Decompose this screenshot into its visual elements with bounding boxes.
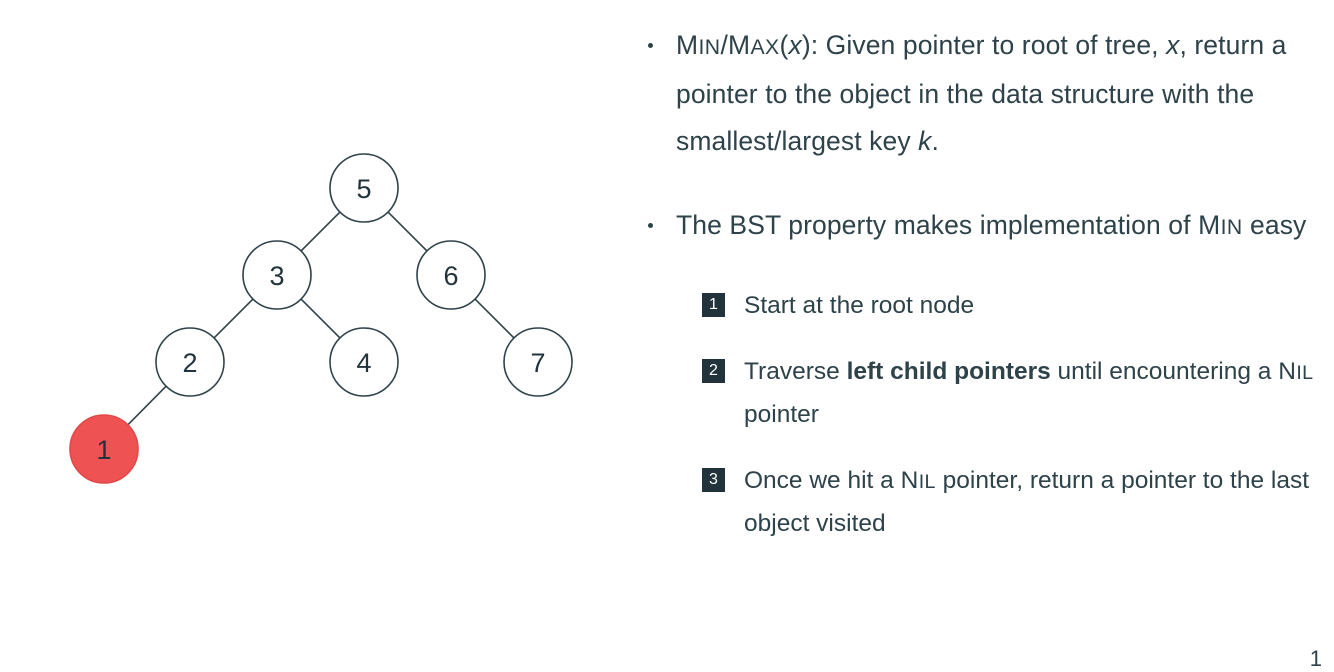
tree-node-5[interactable]: 5: [329, 153, 399, 223]
tree-node-circle-3[interactable]: [242, 240, 312, 310]
enumerated-step: 1 Start at the root node: [702, 285, 1320, 327]
step-text: Once we hit a NIL pointer, return a poin…: [744, 467, 1309, 537]
step-text: Start at the root node: [744, 292, 974, 319]
bullet-item-minmax-definition: MIN/MAX(x): Given pointer to root of tre…: [640, 22, 1320, 165]
text-run: Once we hit a: [744, 467, 901, 494]
tree-node-3[interactable]: 3: [242, 240, 312, 310]
italic-variable: x: [1166, 30, 1180, 60]
tree-edge-n3-n2: [213, 298, 254, 339]
text-run: Start at the root node: [744, 292, 975, 319]
bullet-dot-icon: [648, 223, 653, 228]
text-run: easy: [1242, 210, 1307, 240]
tree-edge-n5-n3: [300, 211, 341, 252]
tree-edge-n2-n1: [127, 385, 167, 426]
text-run: pointer, return a pointer to the last ob…: [744, 467, 1310, 537]
smallcaps-first-letter: M: [676, 30, 699, 60]
enumerated-steps-list: 1 Start at the root node 2 Traverse left ch…: [702, 285, 1320, 545]
smallcaps-term: NIL: [1278, 358, 1313, 385]
italic-variable: x: [788, 30, 802, 60]
tree-node-1[interactable]: 1: [69, 414, 139, 484]
smallcaps-first-letter: M: [727, 30, 751, 60]
step-text: Traverse left child pointers until encou…: [744, 358, 1313, 428]
smallcaps-term: NIL: [901, 467, 936, 494]
bullet-list: MIN/MAX(x): Given pointer to root of tre…: [640, 22, 1320, 251]
smallcaps-rest: IL: [918, 471, 936, 493]
bullet-text: The BST property makes implementation of…: [676, 210, 1306, 240]
text-run: pointer: [744, 401, 819, 428]
step-number-badge: 3: [702, 468, 725, 492]
tree-node-label-6: 6: [443, 261, 458, 291]
tree-node-4[interactable]: 4: [329, 327, 399, 397]
tree-edge-n3-n4: [300, 298, 341, 339]
bullet-dot-icon: [648, 43, 653, 48]
tree-node-label-1: 1: [96, 435, 111, 465]
tree-node-circle-6[interactable]: [416, 240, 486, 310]
bold-emphasis: left child pointers: [846, 358, 1051, 385]
tree-node-7[interactable]: 7: [503, 327, 573, 397]
content-column: MIN/MAX(x): Given pointer to root of tre…: [640, 22, 1320, 545]
text-run: (: [779, 30, 789, 60]
tree-svg: 5 3 6 2 4 7 1: [69, 153, 573, 484]
smallcaps-first-letter: N: [1278, 358, 1297, 385]
text-run: .: [931, 126, 939, 156]
binary-search-tree-diagram: 5 3 6 2 4 7 1: [0, 0, 630, 666]
step-number-badge: 1: [702, 293, 725, 317]
page-number: 1: [1309, 646, 1322, 671]
text-run: ): Given pointer to root of tree,: [801, 30, 1167, 60]
smallcaps-rest: IN: [1220, 216, 1243, 239]
tree-nodes: 5 3 6 2 4 7 1: [69, 153, 573, 484]
tree-node-circle-7[interactable]: [503, 327, 573, 397]
smallcaps-term: MIN: [1198, 210, 1242, 240]
tree-node-label-3: 3: [269, 261, 284, 291]
tree-edge-n5-n6: [387, 211, 428, 252]
tree-node-label-7: 7: [530, 348, 545, 378]
tree-node-2[interactable]: 2: [155, 327, 225, 397]
smallcaps-term: MAX: [728, 30, 780, 60]
bullet-text: MIN/MAX(x): Given pointer to root of tre…: [676, 30, 1287, 156]
bullet-item-bst-property: The BST property makes implementation of…: [640, 202, 1320, 251]
text-run: Traverse: [744, 358, 847, 385]
tree-node-label-5: 5: [356, 174, 371, 204]
enumerated-step: 2 Traverse left child pointers until enco…: [702, 351, 1320, 436]
tree-node-6[interactable]: 6: [416, 240, 486, 310]
smallcaps-first-letter: N: [900, 467, 919, 494]
italic-variable: k: [918, 126, 932, 156]
text-run: /: [720, 30, 728, 60]
tree-node-circle-4[interactable]: [329, 327, 399, 397]
step-number-badge: 2: [702, 359, 725, 383]
tree-node-circle-2[interactable]: [155, 327, 225, 397]
smallcaps-first-letter: M: [1198, 210, 1221, 240]
tree-node-circle-5[interactable]: [329, 153, 399, 223]
tree-node-label-4: 4: [356, 348, 371, 378]
text-run: , return a pointer to the object in the …: [676, 30, 1287, 156]
tree-node-label-2: 2: [182, 348, 197, 378]
tree-edges: [127, 211, 515, 426]
enumerated-step: 3 Once we hit a NIL pointer, return a poi…: [702, 460, 1320, 545]
smallcaps-rest: IL: [1296, 362, 1314, 384]
text-run: The BST property makes implementation of: [676, 210, 1199, 240]
smallcaps-term: MIN: [676, 30, 720, 60]
text-run: until encountering a: [1050, 358, 1279, 385]
tree-node-circle-1[interactable]: [69, 414, 139, 484]
smallcaps-rest: AX: [750, 36, 780, 59]
tree-edge-n6-n7: [474, 298, 515, 339]
smallcaps-rest: IN: [698, 36, 721, 59]
